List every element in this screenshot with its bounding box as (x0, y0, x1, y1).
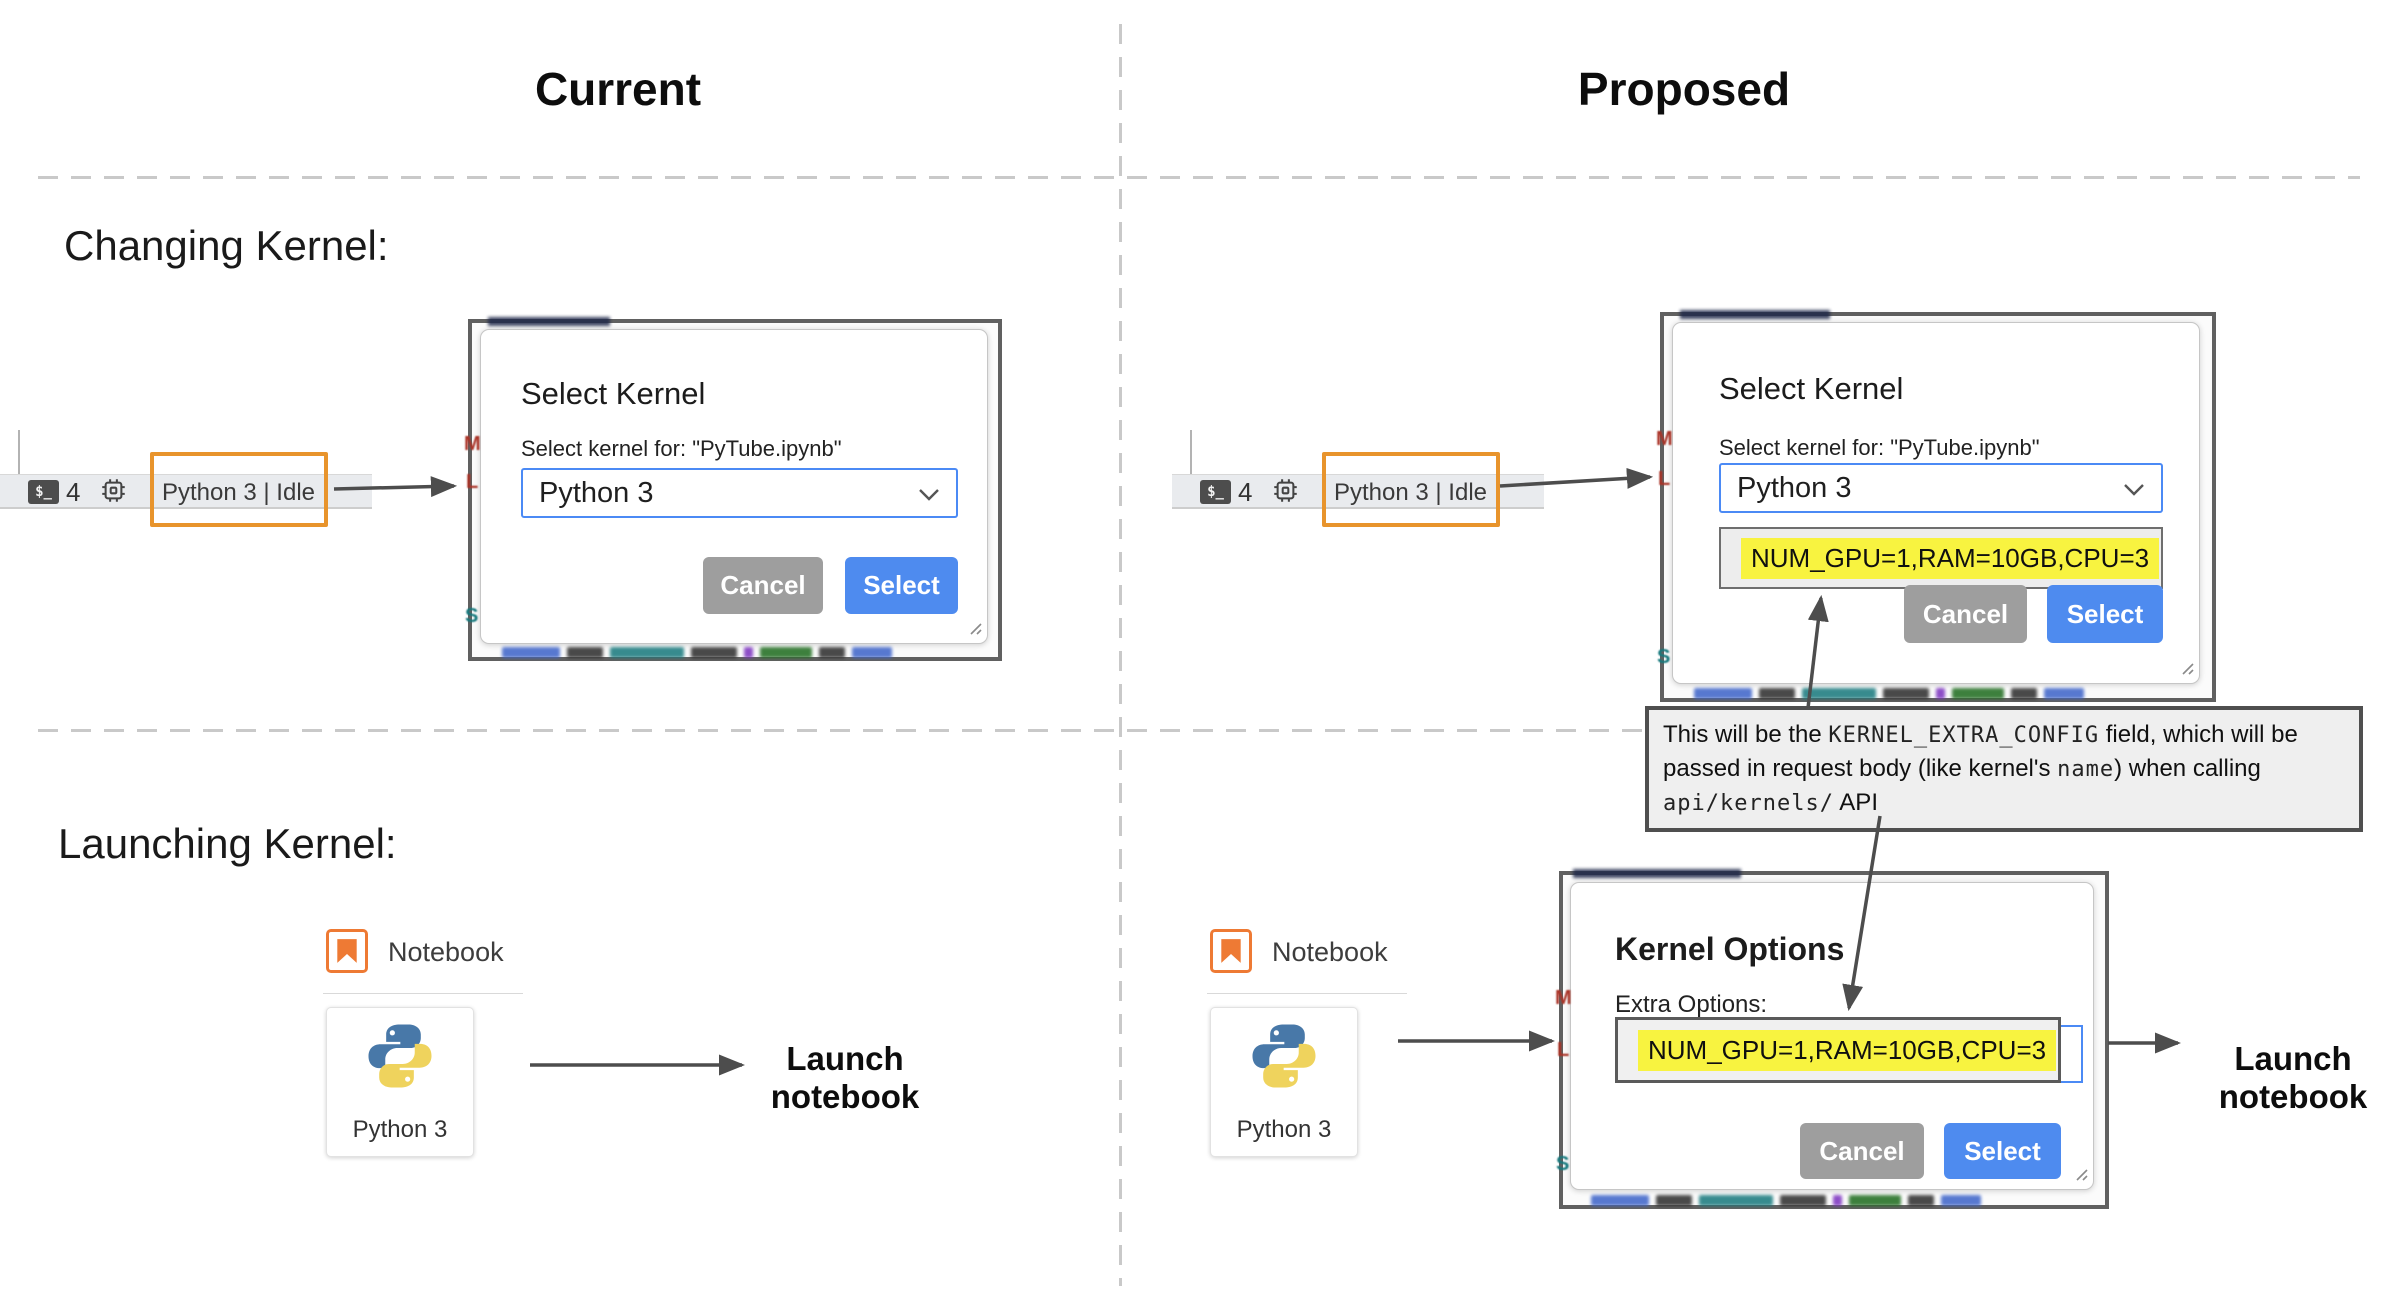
kernel-for-label: Select kernel for: "PyTube.ipynb" (521, 436, 842, 461)
extra-options-value: NUM_GPU=1,RAM=10GB,CPU=3 (1638, 1029, 2057, 1071)
kernel-extra-config-annotation: This will be the KERNEL_EXTRA_CONFIG fie… (1645, 706, 2363, 832)
middle-dashed-divider (38, 729, 1646, 732)
kernel-indicator-highlight-box (1322, 452, 1500, 527)
launch-line: notebook (2218, 1078, 2368, 1115)
cancel-button[interactable]: Cancel (1800, 1123, 1924, 1179)
launcher-section-label: Notebook (388, 937, 504, 967)
column-title-proposed: Proposed (1577, 63, 1791, 115)
section-label-changing-kernel: Changing Kernel: (64, 222, 389, 269)
launch-line: Launch (2234, 1040, 2352, 1077)
extra-config-value: NUM_GPU=1,RAM=10GB,CPU=3 (1741, 537, 2160, 579)
python-logo-icon (368, 1024, 432, 1088)
code-artifact (1694, 688, 2084, 699)
annotation-code: KERNEL_EXTRA_CONFIG (1828, 723, 2100, 748)
kernel-indicator-highlight-box (150, 452, 328, 527)
kernel-dropdown[interactable]: Python 3 (521, 468, 958, 518)
kernel-dropdown[interactable]: Python 3 (1719, 463, 2163, 513)
column-dashed-divider (1119, 24, 1122, 1286)
cpu-chip-icon (100, 477, 127, 509)
annotation-text: ) when calling (2114, 755, 2261, 782)
extra-options-field[interactable]: NUM_GPU=1,RAM=10GB,CPU=3 (1615, 1017, 2061, 1083)
launcher-section-label: Notebook (1272, 937, 1388, 967)
annotation-code: api/kernels/ (1663, 791, 1834, 816)
cancel-button[interactable]: Cancel (1904, 585, 2027, 643)
statusbar: $_ 4 Python 3 | Idle (1172, 474, 1544, 509)
code-artifact (488, 317, 610, 326)
select-kernel-dialog-screenshot-proposed: M L S Select Kernel Select kernel for: "… (1656, 310, 2216, 702)
kernel-options-dialog-screenshot: M L S Kernel Options Extra Options: NUM_… (1555, 869, 2109, 1209)
annotation-code: name (2057, 757, 2115, 782)
kernel-status-indicator[interactable]: Python 3 | Idle (1334, 479, 1487, 506)
notebook-edge-line (1190, 430, 1192, 474)
column-title-current: Current (534, 63, 702, 115)
notebook-statusbar-current: $_ 4 Python 3 | Idle (0, 430, 372, 540)
dialog-title: Select Kernel (1719, 371, 1904, 406)
annotation-text: API (1833, 789, 1878, 816)
bookmark-icon (326, 929, 368, 973)
python3-launcher-card[interactable]: Python 3 (326, 1007, 474, 1157)
resize-grip-icon[interactable] (2179, 660, 2195, 681)
kernel-dropdown-value: Python 3 (539, 476, 654, 509)
extra-options-label: Extra Options: (1615, 991, 1768, 1018)
code-artifact (1573, 869, 1741, 878)
kernel-status-indicator[interactable]: Python 3 | Idle (162, 479, 315, 506)
section-label-launching-kernel: Launching Kernel: (58, 820, 397, 867)
select-kernel-modal: Select Kernel Select kernel for: "PyTube… (1672, 322, 2200, 684)
terminal-count: 4 (1238, 477, 1253, 507)
python3-launcher-card[interactable]: Python 3 (1210, 1007, 1358, 1157)
kernel-options-modal: Kernel Options Extra Options: NUM_GPU=1,… (1570, 882, 2094, 1190)
select-kernel-modal: Select Kernel Select kernel for: "PyTube… (480, 329, 988, 644)
kernel-extra-config-field[interactable]: NUM_GPU=1,RAM=10GB,CPU=3 (1719, 527, 2163, 589)
terminal-icon: $_ (1200, 480, 1231, 504)
kernel-for-label: Select kernel for: "PyTube.ipynb" (1719, 435, 2040, 460)
launch-line: Launch (786, 1040, 904, 1077)
top-dashed-divider (38, 176, 2360, 179)
launch-notebook-text-proposed: Launch notebook (2193, 1040, 2393, 1116)
python-logo-icon (1252, 1024, 1316, 1088)
divider (1207, 993, 1407, 994)
select-button[interactable]: Select (845, 557, 958, 614)
launch-line: notebook (770, 1078, 920, 1115)
terminal-icon: $_ (28, 480, 59, 504)
kernel-dropdown-value: Python 3 (1737, 471, 1852, 504)
notebook-statusbar-proposed: $_ 4 Python 3 | Idle (1172, 430, 1544, 540)
divider (323, 993, 523, 994)
select-kernel-dialog-screenshot-current: M L S Select Kernel Select kernel for: "… (464, 317, 1002, 661)
annotation-text: field, which will be passed in request b… (1663, 721, 2298, 782)
bookmark-icon (1210, 929, 1252, 973)
select-button[interactable]: Select (1944, 1123, 2061, 1179)
select-button[interactable]: Select (2047, 585, 2163, 643)
launcher-card-label: Python 3 (352, 1116, 448, 1143)
code-artifact (1591, 1195, 1981, 1206)
cancel-button[interactable]: Cancel (703, 557, 823, 614)
dialog-title: Select Kernel (521, 376, 706, 411)
statusbar: $_ 4 Python 3 | Idle (0, 474, 372, 509)
cpu-chip-icon (1272, 477, 1299, 509)
launcher-card-label: Python 3 (1236, 1116, 1332, 1143)
terminal-count: 4 (66, 477, 81, 507)
launch-notebook-text-current: Launch notebook (745, 1040, 945, 1116)
chevron-down-icon (2123, 472, 2145, 505)
resize-grip-icon[interactable] (967, 620, 983, 641)
dialog-title: Kernel Options (1615, 931, 1845, 967)
resize-grip-icon[interactable] (2073, 1166, 2089, 1187)
notebook-edge-line (18, 430, 20, 474)
code-artifact (502, 647, 892, 658)
chevron-down-icon (918, 477, 940, 510)
annotation-text: This will be the (1663, 721, 1829, 748)
code-artifact (1680, 310, 1830, 319)
